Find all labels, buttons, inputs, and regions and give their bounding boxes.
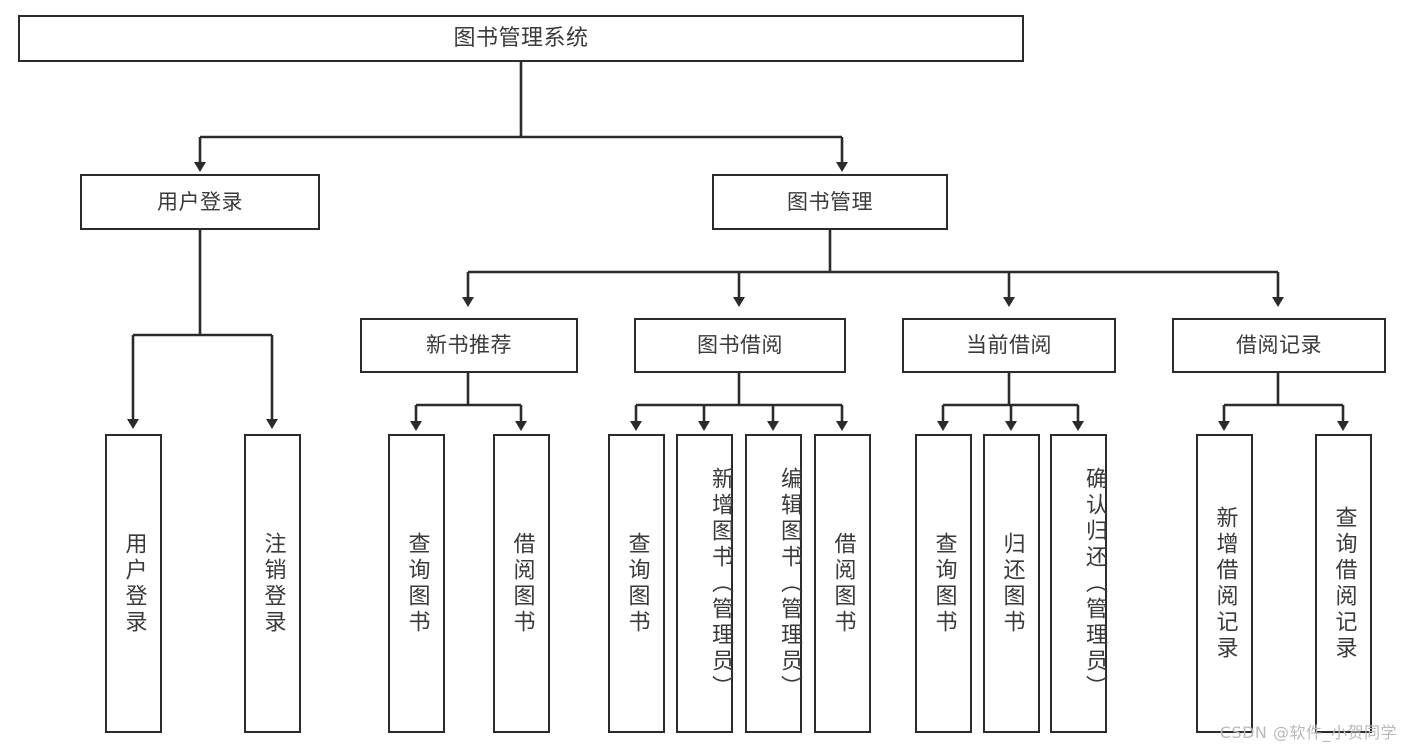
leaf-borrow-record-add-record[interactable]: 新增借阅记录 bbox=[1196, 434, 1253, 733]
node-label: 确认归还（管理员） bbox=[1082, 466, 1107, 701]
node-book-borrow[interactable]: 图书借阅 bbox=[634, 318, 846, 373]
node-label: 新书推荐 bbox=[426, 333, 512, 358]
node-borrow-record[interactable]: 借阅记录 bbox=[1172, 318, 1386, 373]
leaf-new-book-query-book[interactable]: 查询图书 bbox=[388, 434, 445, 733]
node-label: 查询借阅记录 bbox=[1331, 505, 1357, 662]
leaf-current-borrow-query-book[interactable]: 查询图书 bbox=[915, 434, 972, 733]
node-label: 编辑图书（管理员） bbox=[777, 466, 802, 701]
node-label: 新增图书（管理员） bbox=[708, 466, 733, 701]
node-label: 用户登录 bbox=[121, 531, 147, 636]
node-book-management[interactable]: 图书管理 bbox=[712, 174, 948, 230]
leaf-current-borrow-return-book[interactable]: 归还图书 bbox=[983, 434, 1040, 733]
csdn-watermark: CSDN @软件_小贺同学 bbox=[1219, 723, 1397, 742]
node-label: 查询图书 bbox=[931, 531, 957, 636]
node-label: 归还图书 bbox=[999, 531, 1025, 636]
leaf-book-borrow-borrow-book[interactable]: 借阅图书 bbox=[814, 434, 871, 733]
node-label: 当前借阅 bbox=[966, 333, 1052, 358]
node-label: 注销登录 bbox=[260, 531, 286, 636]
node-label: 图书借阅 bbox=[697, 333, 783, 358]
leaf-book-borrow-query-book[interactable]: 查询图书 bbox=[608, 434, 665, 733]
leaf-user-login-login[interactable]: 用户登录 bbox=[105, 434, 162, 733]
leaf-borrow-record-query-record[interactable]: 查询借阅记录 bbox=[1315, 434, 1372, 733]
node-label: 借阅记录 bbox=[1236, 333, 1322, 358]
node-label: 用户登录 bbox=[157, 189, 243, 214]
leaf-book-borrow-edit-book[interactable]: 编辑图书（管理员） bbox=[745, 434, 802, 733]
node-root-system[interactable]: 图书管理系统 bbox=[18, 15, 1024, 62]
node-label: 借阅图书 bbox=[509, 531, 535, 636]
node-label: 借阅图书 bbox=[830, 531, 856, 636]
node-label: 查询图书 bbox=[624, 531, 650, 636]
node-label: 图书管理系统 bbox=[453, 25, 589, 51]
leaf-current-borrow-confirm-return[interactable]: 确认归还（管理员） bbox=[1050, 434, 1107, 733]
leaf-book-borrow-add-book[interactable]: 新增图书（管理员） bbox=[676, 434, 733, 733]
node-new-book-recommend[interactable]: 新书推荐 bbox=[360, 318, 578, 373]
node-user-login[interactable]: 用户登录 bbox=[80, 174, 320, 230]
node-current-borrow[interactable]: 当前借阅 bbox=[902, 318, 1116, 373]
node-label: 图书管理 bbox=[787, 189, 873, 214]
node-label: 新增借阅记录 bbox=[1212, 505, 1238, 662]
node-label: 查询图书 bbox=[404, 531, 430, 636]
leaf-user-login-logout[interactable]: 注销登录 bbox=[244, 434, 301, 733]
leaf-new-book-borrow-book[interactable]: 借阅图书 bbox=[493, 434, 550, 733]
